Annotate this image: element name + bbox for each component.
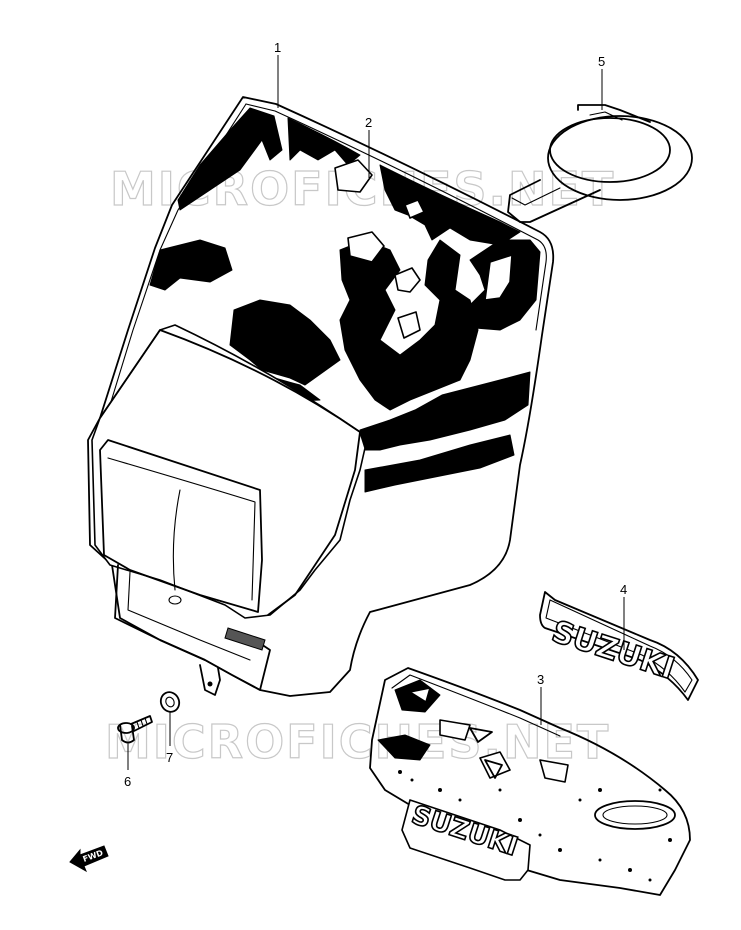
washer bbox=[159, 691, 181, 713]
camo-pattern bbox=[177, 107, 283, 211]
vent-mesh bbox=[224, 627, 266, 651]
callout-5: 5 bbox=[598, 54, 605, 69]
callout-3: 3 bbox=[537, 672, 544, 687]
callout-1: 1 bbox=[274, 40, 281, 55]
clamp bbox=[507, 104, 693, 223]
watermark-bottom: MICROFICHES.NET bbox=[105, 715, 610, 769]
callout-2: 2 bbox=[365, 115, 372, 130]
callout-6: 6 bbox=[124, 774, 131, 789]
speckle-texture bbox=[398, 770, 672, 882]
headlamp-housing bbox=[87, 96, 555, 697]
callout-4: 4 bbox=[620, 582, 627, 597]
callout-7: 7 bbox=[166, 750, 173, 765]
fwd-arrow-icon: FWD bbox=[69, 845, 109, 873]
decal-cover: SUZUKI bbox=[369, 667, 691, 896]
suzuki-emblem: SUZUKI bbox=[539, 591, 699, 701]
